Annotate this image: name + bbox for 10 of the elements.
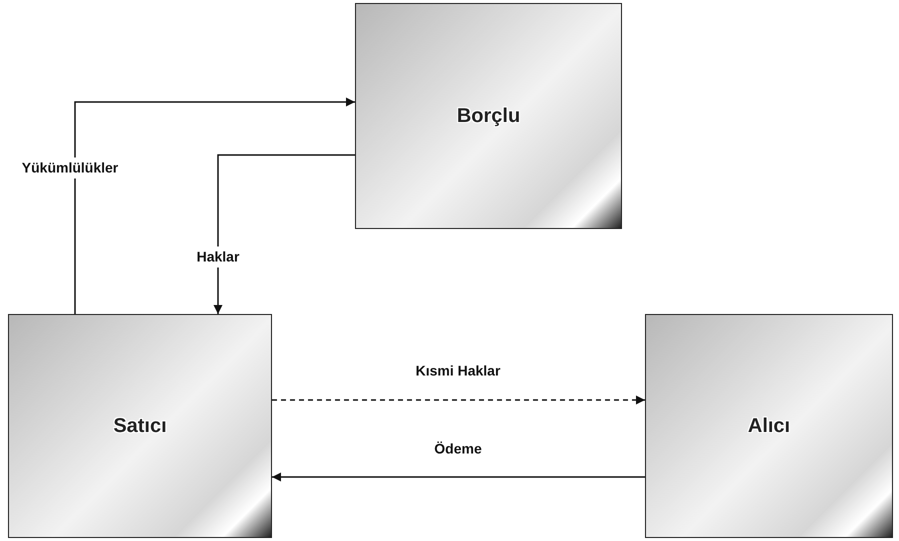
- arrow: [214, 154, 355, 314]
- node-label: Alıcı: [748, 414, 790, 439]
- arrow: [272, 396, 645, 404]
- textured-box: [8, 314, 272, 538]
- textured-box: [645, 314, 893, 538]
- textured-box: [355, 3, 622, 229]
- arrow: [74, 98, 355, 314]
- node-label: Satıcı: [113, 414, 167, 439]
- arrow: [272, 472, 645, 482]
- node-label: Borçlu: [456, 104, 520, 129]
